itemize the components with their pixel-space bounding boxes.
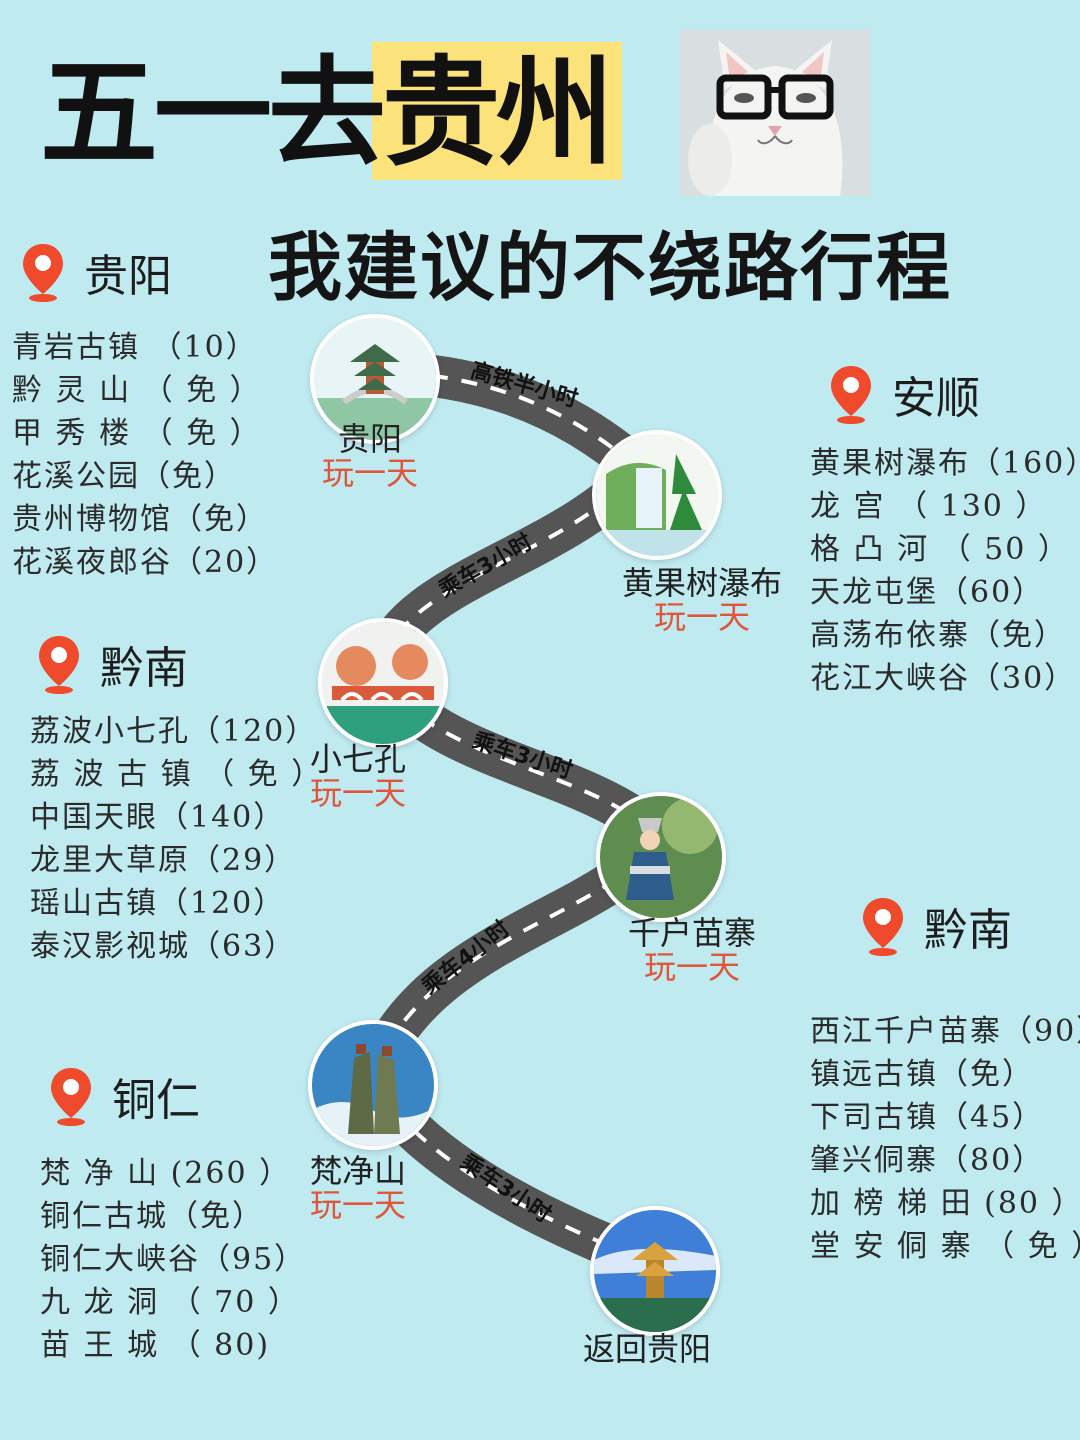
mountain-icon: [312, 1024, 434, 1146]
stop-name: 返回贵阳: [582, 1330, 711, 1368]
list-item: 荔 波 古 镇 （ 免 ）: [30, 757, 324, 792]
region-name: 安顺: [892, 373, 980, 424]
region-header-qiannan-2: 黔南: [860, 894, 1012, 958]
list-item: 黔 灵 山 （ 免 ）: [12, 373, 262, 408]
list-item: 花溪夜郎谷（20）: [12, 545, 279, 580]
page-title: 五一去贵州: [40, 48, 614, 178]
stop-name: 黄果树瀑布: [621, 564, 782, 602]
list-item: 花溪公园（免）: [12, 459, 236, 494]
stop-label-huangguoshu: 黄果树瀑布 玩一天: [612, 566, 792, 634]
attraction-list-qiannan-2: 西江千户苗寨（90） 镇远古镇（免） 下司古镇（45） 肇兴侗寨（80） 加 榜…: [810, 1010, 1080, 1268]
region-header-anshun: 安顺: [828, 362, 980, 426]
list-item: 加 榜 梯 田 (80 ）: [810, 1186, 1080, 1221]
stop-name: 千户苗寨: [627, 914, 756, 952]
list-item: 苗 王 城 （ 80): [40, 1328, 271, 1363]
list-item: 肇兴侗寨（80）: [810, 1143, 1045, 1178]
region-header-qiannan-1: 黔南: [36, 632, 188, 696]
stop-label-xiaoqikong: 小七孔 玩一天: [296, 742, 420, 810]
region-name: 黔南: [100, 643, 188, 694]
miao-girl-icon: [600, 796, 722, 918]
tower-icon: [594, 1210, 716, 1332]
stop-label-return: 返回贵阳: [572, 1332, 722, 1366]
stop-name: 梵净山: [309, 1152, 406, 1190]
title-highlight-bg: [372, 42, 622, 180]
list-item: 天龙屯堡（60）: [810, 575, 1045, 610]
location-pin-icon: [863, 898, 903, 956]
stop-fanjingshan: [308, 1020, 438, 1150]
stop-plan: 玩一天: [653, 598, 750, 636]
list-item: 西江千户苗寨（90）: [810, 1014, 1080, 1049]
list-item: 铜仁古城（免）: [40, 1199, 264, 1234]
region-header-tongren: 铜仁: [48, 1064, 200, 1128]
region-name: 贵阳: [84, 251, 172, 302]
cat-glasses-illustration: [680, 30, 870, 196]
region-name: 黔南: [924, 905, 1012, 956]
location-pin-icon: [51, 1068, 91, 1126]
list-item: 梵 净 山 (260 ）: [40, 1156, 292, 1191]
list-item: 龙 宫 （ 130 ）: [810, 489, 1048, 524]
list-item: 格 凸 河 （ 50 ）: [810, 532, 1070, 567]
stop-plan: 玩一天: [643, 948, 740, 986]
attraction-list-anshun: 黄果树瀑布（160） 龙 宫 （ 130 ） 格 凸 河 （ 50 ） 天龙屯堡…: [810, 442, 1080, 700]
list-item: 龙里大草原（29）: [30, 843, 297, 878]
stop-label-qianhu: 千户苗寨 玩一天: [618, 916, 766, 984]
attraction-list-qiannan-1: 荔波小七孔（120） 荔 波 古 镇 （ 免 ） 中国天眼（140） 龙里大草原…: [30, 710, 323, 968]
stop-label-fanjingshan: 梵净山 玩一天: [296, 1154, 420, 1222]
location-pin-icon: [831, 366, 871, 424]
stop-plan: 玩一天: [321, 454, 418, 492]
stop-return-guiyang: [590, 1206, 720, 1336]
stop-huangguoshu: [592, 430, 722, 560]
list-item: 下司古镇（45）: [810, 1100, 1045, 1135]
location-pin-icon: [23, 244, 63, 302]
list-item: 高荡布依寨（免）: [810, 618, 1066, 653]
stop-name: 贵阳: [337, 420, 402, 458]
list-item: 瑶山古镇（120）: [30, 886, 286, 921]
title-main: 五一去: [40, 44, 386, 182]
stop-label-guiyang: 贵阳 玩一天: [300, 422, 440, 490]
list-item: 甲 秀 楼 （ 免 ）: [12, 416, 262, 451]
stop-xiaoqikong: [318, 618, 448, 748]
stop-qianhu-miaozhai: [596, 792, 726, 922]
region-name: 铜仁: [112, 1075, 200, 1126]
location-pin-icon: [39, 636, 79, 694]
title-highlight: 贵州: [382, 44, 614, 182]
list-item: 镇远古镇（免）: [810, 1057, 1034, 1092]
stop-plan: 玩一天: [309, 774, 406, 812]
stop-plan: 玩一天: [309, 1186, 406, 1224]
stop-name: 小七孔: [309, 740, 406, 778]
list-item: 铜仁大峡谷（95）: [40, 1242, 307, 1277]
attraction-list-guiyang: 青岩古镇 （10） 黔 灵 山 （ 免 ） 甲 秀 楼 （ 免 ） 花溪公园（免…: [12, 326, 278, 584]
region-header-guiyang: 贵阳: [20, 240, 172, 304]
list-item: 中国天眼（140）: [30, 800, 286, 835]
list-item: 青岩古镇 （10）: [12, 330, 258, 365]
attraction-list-tongren: 梵 净 山 (260 ） 铜仁古城（免） 铜仁大峡谷（95） 九 龙 洞 （ 7…: [40, 1152, 306, 1367]
list-item: 花江大峡谷（30）: [810, 661, 1077, 696]
list-item: 堂 安 侗 寨 （ 免 ）: [810, 1229, 1080, 1264]
list-item: 九 龙 洞 （ 70 ）: [40, 1285, 300, 1320]
list-item: 荔波小七孔（120）: [30, 714, 318, 749]
page-subtitle: 我建议的不绕路行程: [268, 225, 952, 311]
list-item: 泰汉影视城（63）: [30, 929, 297, 964]
bridge-icon: [322, 622, 444, 744]
list-item: 黄果树瀑布（160）: [810, 446, 1080, 481]
list-item: 贵州博物馆（免）: [12, 502, 268, 537]
waterfall-icon: [596, 434, 718, 556]
